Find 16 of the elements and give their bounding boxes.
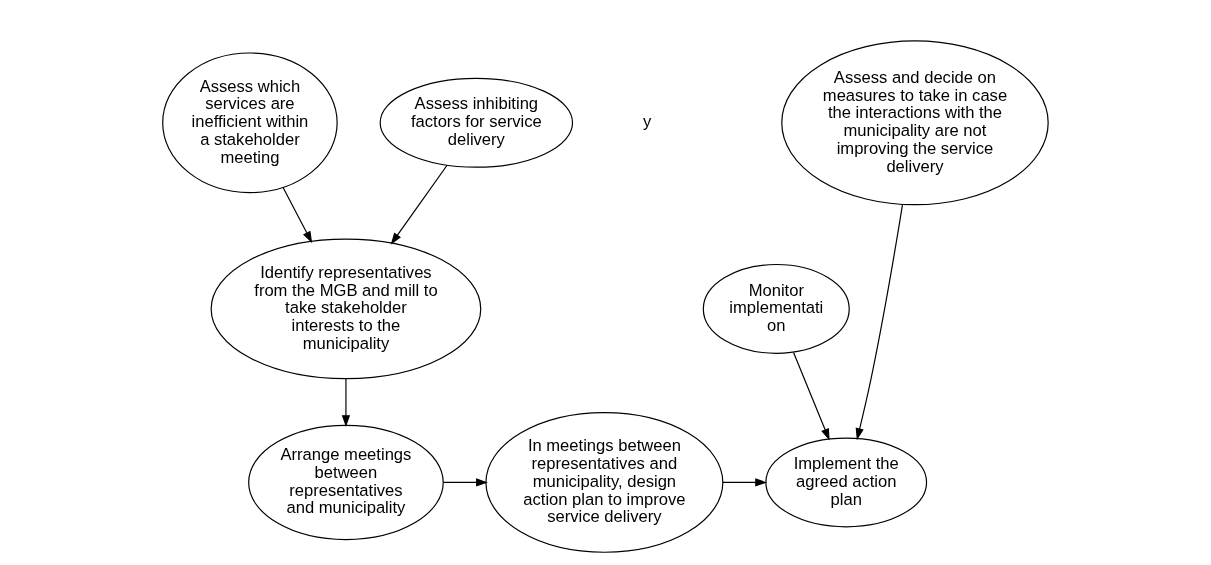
node-ellipse: Assess which services are inefficient within a stakeholder meeting xyxy=(162,52,338,194)
node-ellipse: Monitor implementati on xyxy=(702,263,850,354)
node-ellipse: Identify representatives from the MGB and mill to take stakeholder interests to the municipality xyxy=(210,238,482,380)
node-ellipse: Arrange meetings between representatives and municipality xyxy=(248,424,444,541)
node-ellipse: Implement the agreed action plan xyxy=(765,437,928,528)
node-ellipse: In meetings between representatives and municipality, design action plan to improve service delivery xyxy=(485,412,724,553)
arrow xyxy=(341,378,351,427)
arrow xyxy=(442,478,488,487)
arrow xyxy=(722,478,768,487)
node-ellipse: Assess inhibiting factors for service delivery xyxy=(379,77,574,168)
arrow xyxy=(855,204,903,441)
label: y xyxy=(642,112,652,132)
arrow xyxy=(792,351,830,441)
node-ellipse: Assess and decide on measures to take in case the interactions with the municipality are not improving the service delivery xyxy=(781,40,1049,206)
arrow xyxy=(282,186,313,244)
arrow xyxy=(390,164,448,245)
